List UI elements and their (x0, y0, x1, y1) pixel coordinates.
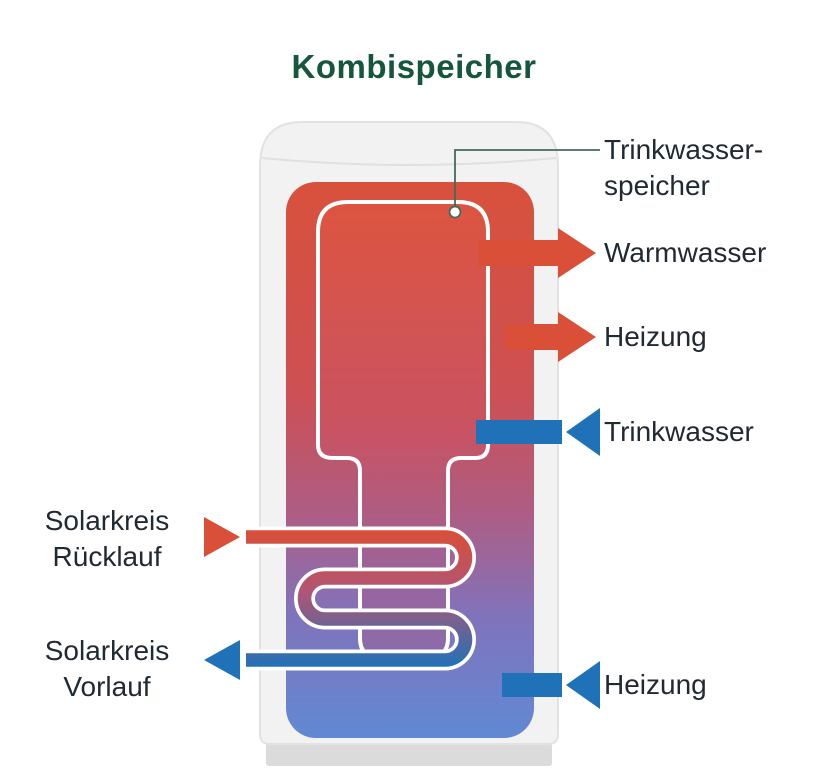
heizung-bottom-arrow-icon (502, 661, 600, 709)
diagram-title: Kombispeicher (291, 48, 537, 85)
label-trinkwasserspeicher: Trinkwasser- speicher (604, 132, 763, 204)
label-solarkreis-ruecklauf-line1: Solarkreis (44, 505, 170, 536)
label-solarkreis-ruecklauf: Solarkreis Rücklauf (22, 503, 192, 575)
coil-tube (246, 530, 473, 667)
label-trinkwasserspeicher-line1: Trinkwasser- (604, 134, 764, 165)
tank-lid-line (261, 157, 557, 166)
warmwasser-arrow-icon (478, 228, 596, 278)
label-trinkwasser: Trinkwasser (604, 416, 754, 447)
heizung-top-arrow-icon (505, 312, 596, 362)
label-heizung-bottom: Heizung (604, 669, 707, 700)
label-solarkreis-vorlauf-line2: Vorlauf (63, 671, 151, 702)
label-heizung-top: Heizung (604, 321, 707, 352)
leader-dot (448, 205, 462, 219)
solar-vorlauf-arrow-icon (204, 640, 240, 680)
solar-coil (246, 526, 476, 671)
label-trinkwasserspeicher-line2: speicher (604, 170, 710, 201)
solar-ruecklauf-arrow-icon (204, 517, 240, 557)
label-solarkreis-vorlauf-line1: Solarkreis (44, 635, 170, 666)
label-solarkreis-ruecklauf-line2: Rücklauf (52, 541, 162, 572)
tank-base (266, 742, 552, 766)
trinkwasser-arrow-icon (476, 408, 600, 456)
leader-line (448, 149, 600, 219)
label-solarkreis-vorlauf: Solarkreis Vorlauf (22, 633, 192, 705)
label-warmwasser: Warmwasser (604, 237, 767, 268)
